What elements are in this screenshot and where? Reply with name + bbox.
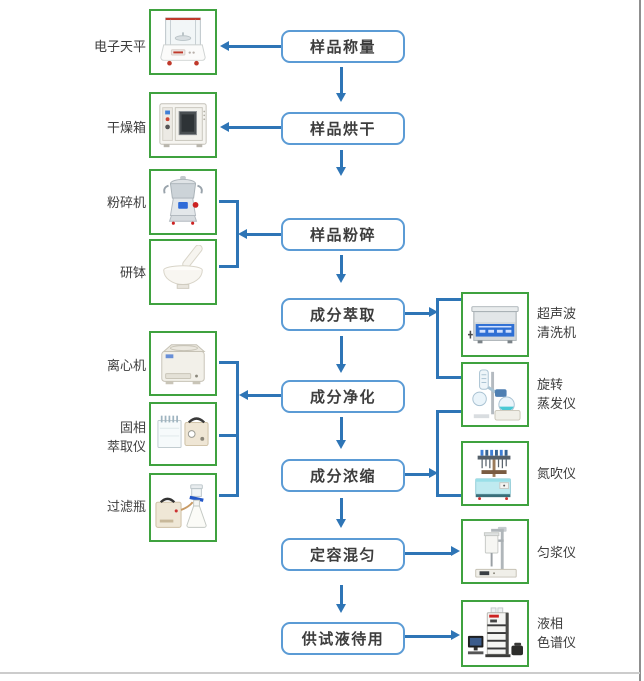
equipment-box-centrifuge bbox=[149, 331, 217, 396]
equipment-box-drying-oven bbox=[149, 92, 217, 158]
step-box-concentration: 成分浓缩 bbox=[281, 459, 405, 492]
equipment-box-mortar bbox=[149, 239, 217, 305]
step-label: 样品烘干 bbox=[309, 121, 376, 138]
equipment-box-filter-flask bbox=[149, 473, 217, 542]
equipment-box-solid-phase-extractor bbox=[149, 402, 217, 466]
label-centrifuge: 离心机 bbox=[106, 358, 146, 373]
label-homogenizer: 匀浆仪 bbox=[537, 545, 577, 560]
centrifuge-icon bbox=[161, 343, 206, 384]
equipment-box-hplc bbox=[461, 600, 529, 667]
filter-flask-icon bbox=[155, 483, 207, 528]
page-border-horizontal bbox=[0, 672, 640, 674]
page-border-vertical bbox=[639, 0, 641, 681]
equipment-box-homogenizer bbox=[461, 519, 529, 584]
step-label: 成分浓缩 bbox=[309, 468, 376, 485]
equipment-box-rotary-evaporator bbox=[461, 362, 529, 427]
label-drying-oven: 干燥箱 bbox=[106, 120, 146, 135]
step-label: 成分萃取 bbox=[309, 307, 376, 324]
equipment-box-electronic-balance bbox=[149, 9, 217, 75]
grinder-icon bbox=[163, 175, 203, 225]
step-box-test-solution: 供试液待用 bbox=[281, 622, 405, 655]
label-electronic-balance: 电子天平 bbox=[93, 39, 146, 54]
label-mortar: 研钵 bbox=[119, 265, 146, 280]
ultrasonic-cleaner-icon bbox=[468, 305, 519, 343]
solid-phase-extractor-icon bbox=[157, 415, 209, 448]
label-ultrasonic-cleaner: 超声波 清洗机 bbox=[537, 306, 577, 340]
step-label: 定容混匀 bbox=[309, 547, 376, 564]
label-grinder: 粉碎机 bbox=[106, 195, 146, 210]
rotary-evaporator-icon bbox=[472, 368, 521, 421]
label-rotary-evaporator: 旋转 蒸发仪 bbox=[537, 377, 577, 411]
step-box-sample-crushing: 样品粉碎 bbox=[281, 218, 405, 251]
step-label: 样品称量 bbox=[309, 39, 376, 56]
step-box-extraction: 成分萃取 bbox=[281, 298, 405, 331]
hplc-icon bbox=[467, 606, 523, 657]
step-box-volume-mixing: 定容混匀 bbox=[281, 538, 405, 571]
step-label: 成分净化 bbox=[309, 389, 376, 406]
electronic-balance-icon bbox=[160, 17, 206, 66]
label-hplc: 液相 色谱仪 bbox=[537, 616, 577, 650]
nitrogen-evaporator-icon bbox=[475, 449, 511, 500]
step-label: 样品粉碎 bbox=[309, 227, 376, 244]
equipment-box-nitrogen-evaporator bbox=[461, 441, 529, 506]
equipment-box-ultrasonic-cleaner bbox=[461, 292, 529, 357]
label-solid-phase-extractor: 固相 萃取仪 bbox=[106, 420, 146, 454]
equipment-box-grinder bbox=[149, 169, 217, 235]
mortar-pestle-icon bbox=[163, 245, 203, 289]
label-nitrogen-evaporator: 氮吹仪 bbox=[537, 466, 577, 481]
drying-oven-icon bbox=[159, 103, 207, 148]
step-box-purification: 成分净化 bbox=[281, 380, 405, 413]
label-filter-flask: 过滤瓶 bbox=[106, 499, 146, 514]
step-box-sample-drying: 样品烘干 bbox=[281, 112, 405, 145]
homogenizer-icon bbox=[475, 526, 517, 578]
step-label: 供试液待用 bbox=[301, 631, 385, 648]
step-box-sample-weighing: 样品称量 bbox=[281, 30, 405, 63]
